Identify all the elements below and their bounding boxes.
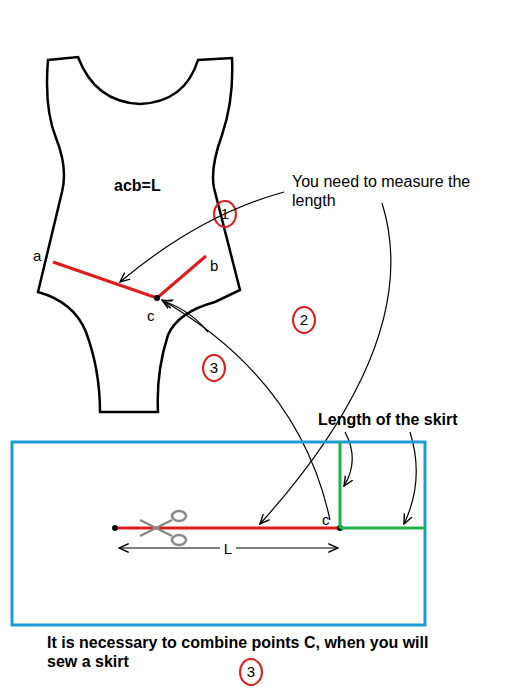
callout-ring <box>293 307 315 333</box>
leader-arrow <box>404 432 416 524</box>
point-label: a <box>33 246 47 265</box>
callout-ring <box>240 659 262 685</box>
leader-arrow <box>163 301 208 332</box>
measure-line <box>53 256 206 298</box>
dimension-label: L <box>220 539 236 559</box>
cut-line <box>115 527 340 530</box>
point-dot <box>154 295 160 301</box>
skirt-length-line <box>339 442 342 528</box>
note-text: You need to measure the length <box>292 172 482 210</box>
formula-label: acb=L <box>114 176 174 195</box>
leader-arrow <box>344 432 352 486</box>
bodysuit-outline <box>38 57 240 412</box>
point-label: c <box>322 510 336 529</box>
point-label: b <box>210 256 224 275</box>
dimension-label: Length of the skirt <box>318 410 518 429</box>
callout-number: 1 <box>215 204 235 224</box>
leader-arrow <box>120 192 284 282</box>
skirt-length-line <box>340 527 425 530</box>
scissors-icon <box>140 511 186 545</box>
leader-arrow <box>162 300 330 520</box>
callout-ring <box>214 201 236 227</box>
callout-number: 2 <box>294 310 314 330</box>
callout-ring <box>203 355 225 381</box>
callout-number: 3 <box>204 358 224 378</box>
fabric-rect <box>12 442 425 625</box>
point-dot <box>112 525 118 531</box>
leader-arrow <box>260 203 391 524</box>
callout-number: 3 <box>241 662 261 682</box>
point-label: c <box>147 306 161 325</box>
